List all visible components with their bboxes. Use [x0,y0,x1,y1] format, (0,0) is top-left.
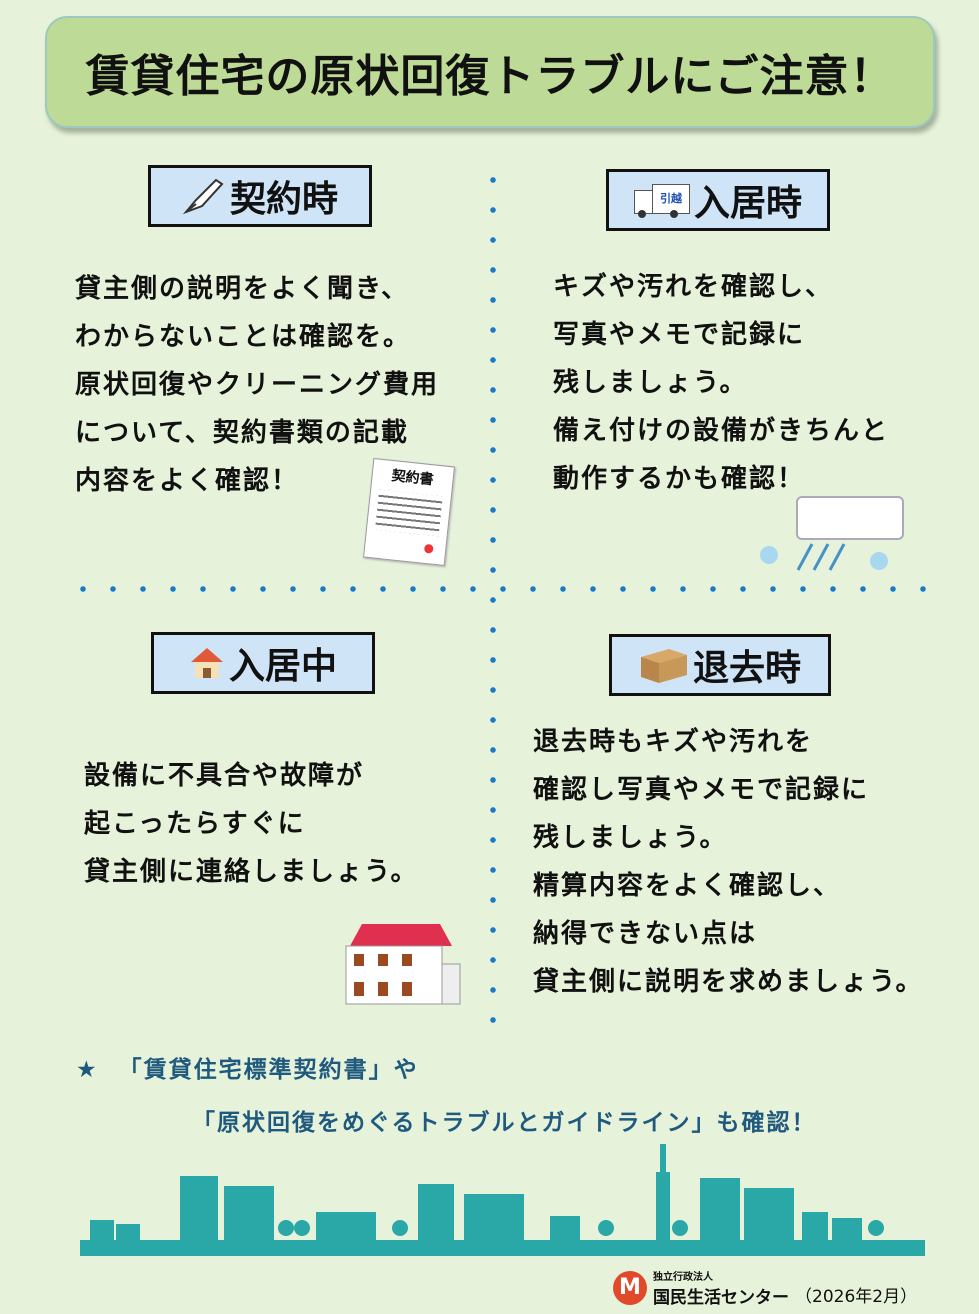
title-banner: 賃貸住宅の原状回復トラブルにご注意！ [45,16,935,128]
cardboard-box-icon [640,649,687,683]
vertical-divider [490,165,496,1025]
text-line: キズや汚れを確認し、 [553,272,834,302]
truck-text: 引越 [651,184,690,214]
text-line: 写真やメモで記録に [553,320,806,350]
city-skyline-illustration [80,1144,925,1256]
air-conditioner-illustration [758,494,908,576]
section-nyukyoji-text: キズや汚れを確認し、写真やメモで記録に残しましょう。備え付けの設備がきちんと動作… [553,263,889,503]
org-subtitle: 独立行政法人 [653,1272,713,1283]
horizontal-divider [68,586,928,592]
note-line-2: 「原状回復をめぐるトラブルとガイドライン」も確認！ [192,1110,817,1136]
section-taikyoji-text: 退去時もキズや汚れを確認し写真やメモで記録に残しましょう。精算内容をよく確認し、… [533,718,923,1006]
contract-doc-title: 契約書 [390,468,435,489]
text-line: 内容をよく確認！ [75,466,300,496]
label-text: 入居時 [693,183,802,224]
text-line: 確認し写真やメモで記録に [533,775,870,805]
page-title: 賃貸住宅の原状回復トラブルにご注意！ [85,51,895,102]
label-taikyoji: 退去時 [609,634,831,696]
star-icon: ★ [76,1057,99,1083]
contract-document-illustration: 契約書 [362,457,456,567]
text-line: について、契約書類の記載 [75,418,409,448]
section-nyukyochu-text: 設備に不具合や故障が起こったらすぐに貸主側に連絡しましょう。 [84,752,418,896]
moving-truck-icon: 引越 [633,182,690,218]
text-line: わからないことは確認を。 [75,322,412,352]
note-line-1: ★ 「賃貸住宅標準契約書」や [76,1050,419,1084]
org-block: 独立行政法人 国民生活センター [653,1268,789,1308]
ncac-logo-icon: M [613,1271,647,1305]
label-text: 退去時 [692,648,801,689]
text-line: 残しましょう。 [533,823,728,853]
label-text: 契約時 [229,179,338,220]
text-line: 残しましょう。 [553,368,748,398]
text-line: 精算内容をよく確認し、 [533,871,842,901]
text-line: 貸主側に説明を求めましょう。 [533,967,924,997]
note-text: 「賃貸住宅標準契約書」や [118,1057,419,1083]
footer: M 独立行政法人 国民生活センター （2026年2月） [613,1268,917,1308]
fountain-pen-icon [182,178,224,215]
apartment-illustration [345,924,461,1005]
house-icon [190,648,223,678]
text-line: 貸主側の説明をよく聞き、 [75,274,410,304]
org-name: 国民生活センター [653,1288,789,1308]
text-line: 貸主側に連絡しましょう。 [84,857,419,887]
label-text: 入居中 [228,646,337,687]
text-line: 退去時もキズや汚れを [533,727,814,757]
text-line: 原状回復やクリーニング費用 [75,370,440,400]
text-line: 設備に不具合や故障が [84,761,365,791]
label-keiyakuji: 契約時 [148,165,372,227]
text-line: 備え付けの設備がきちんと [553,416,890,446]
text-line: 納得できない点は [533,919,758,949]
label-nyukyoji: 引越 入居時 [606,169,830,231]
text-line: 動作するかも確認！ [553,464,806,494]
section-keiyakuji-text: 貸主側の説明をよく聞き、わからないことは確認を。原状回復やクリーニング費用につい… [75,265,439,505]
text-line: 起こったらすぐに [84,809,306,839]
publication-date: （2026年2月） [795,1286,918,1307]
label-nyukyochu: 入居中 [151,632,375,694]
